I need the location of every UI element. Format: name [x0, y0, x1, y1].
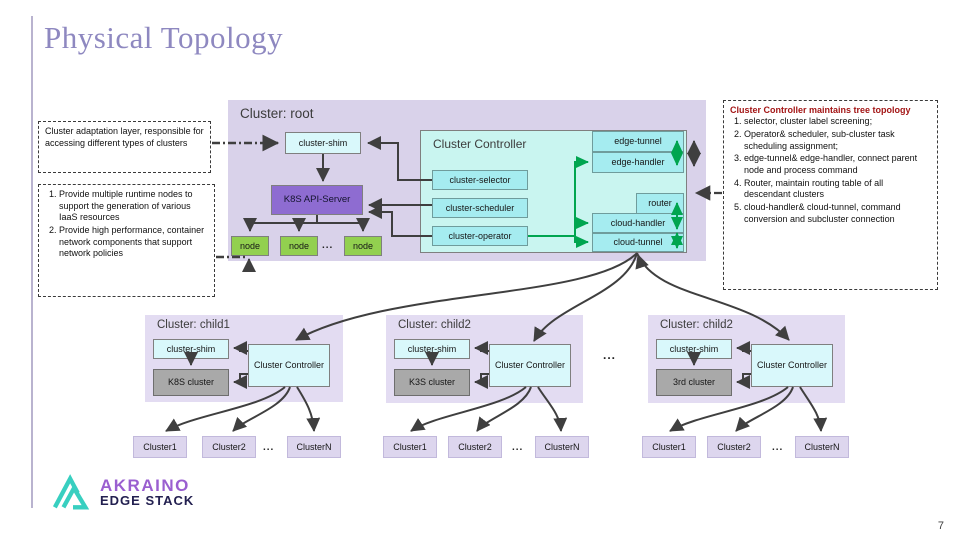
cluster-child3-label: Cluster: child2 — [660, 319, 733, 331]
child3-leaf-cluster: Cluster2 — [707, 436, 761, 458]
logo-name: AKRAINO — [100, 476, 190, 496]
child1-leaves-ellipsis: ... — [263, 442, 275, 453]
cluster-child1-label: Cluster: child1 — [157, 319, 230, 331]
cluster-selector-box: cluster-selector — [432, 170, 528, 190]
child3-3rd-cluster-box: 3rd cluster — [656, 369, 732, 396]
cluster-root-label: Cluster: root — [240, 106, 314, 121]
cloud-tunnel-box: cloud-tunnel — [592, 233, 684, 252]
root-node-box: node — [280, 236, 318, 256]
child3-leaf-cluster: Cluster1 — [642, 436, 696, 458]
logo-subtitle: EDGE STACK — [100, 493, 195, 509]
child1-leaf-cluster: Cluster2 — [202, 436, 256, 458]
child1-cluster-controller-box: Cluster Controller — [248, 344, 330, 387]
child2-leaf-cluster: Cluster1 — [383, 436, 437, 458]
akraino-mountain-icon — [52, 474, 90, 510]
child3-leaves-ellipsis: ... — [772, 442, 784, 453]
child1-cluster-shim-box: cluster-shim — [153, 339, 229, 359]
cloud-handler-box: cloud-handler — [592, 213, 684, 233]
note-controller-item: cloud-handler& cloud-tunnel, command con… — [744, 202, 931, 225]
note-controller-item: edge-tunnel& edge-handler, connect paren… — [744, 153, 931, 176]
root-nodes-ellipsis: ... — [322, 240, 334, 251]
root-node-box: node — [231, 236, 269, 256]
edge-handler-box: edge-handler — [592, 152, 684, 173]
child1-leaf-cluster: ClusterN — [287, 436, 341, 458]
note-cluster-adaptation: Cluster adaptation layer, responsible fo… — [38, 121, 211, 173]
child3-cluster-shim-box: cluster-shim — [656, 339, 732, 359]
router-box: router — [636, 193, 684, 214]
page-number: 7 — [937, 520, 944, 532]
note-runtime: Provide multiple runtime nodes to suppor… — [38, 184, 215, 297]
child2-leaf-cluster: Cluster2 — [448, 436, 502, 458]
note-controller-tree-title: Cluster Controller maintains tree topolo… — [730, 105, 911, 115]
child3-cluster-controller-box: Cluster Controller — [751, 344, 833, 387]
note-runtime-item: Provide multiple runtime nodes to suppor… — [59, 189, 208, 224]
page-title: Physical Topology — [44, 20, 284, 55]
child1-leaf-cluster: Cluster1 — [133, 436, 187, 458]
child2-leaf-cluster: ClusterN — [535, 436, 589, 458]
root-node-box: node — [344, 236, 382, 256]
cluster-scheduler-box: cluster-scheduler — [432, 198, 528, 218]
note-controller-item: Router, maintain routing table of all de… — [744, 178, 931, 201]
root-k8s-api-server-box: K8S API-Server — [271, 185, 363, 215]
child2-cluster-controller-box: Cluster Controller — [489, 344, 571, 387]
child1-k8s-cluster-box: K8S cluster — [153, 369, 229, 396]
root-cluster-controller-label: Cluster Controller — [433, 137, 527, 151]
child3-leaf-cluster: ClusterN — [795, 436, 849, 458]
akraino-logo: AKRAINO EDGE STACK — [52, 474, 194, 512]
edge-tunnel-box: edge-tunnel — [592, 131, 684, 152]
note-runtime-item: Provide high performance, container netw… — [59, 225, 208, 260]
note-cluster-adaptation-text: Cluster adaptation layer, responsible fo… — [45, 126, 204, 148]
child2-cluster-shim-box: cluster-shim — [394, 339, 470, 359]
children-ellipsis: ... — [603, 348, 617, 362]
child2-leaves-ellipsis: ... — [512, 442, 524, 453]
slide-accent-line — [31, 16, 33, 508]
cluster-operator-box: cluster-operator — [432, 226, 528, 246]
note-controller-item: selector, cluster label screening; — [744, 116, 931, 128]
root-cluster-shim-box: cluster-shim — [285, 132, 361, 154]
child2-k3s-cluster-box: K3S cluster — [394, 369, 470, 396]
note-controller-tree: Cluster Controller maintains tree topolo… — [723, 100, 938, 290]
cluster-child2-label: Cluster: child2 — [398, 319, 471, 331]
note-controller-item: Operator& scheduler, sub-cluster task sc… — [744, 129, 931, 152]
